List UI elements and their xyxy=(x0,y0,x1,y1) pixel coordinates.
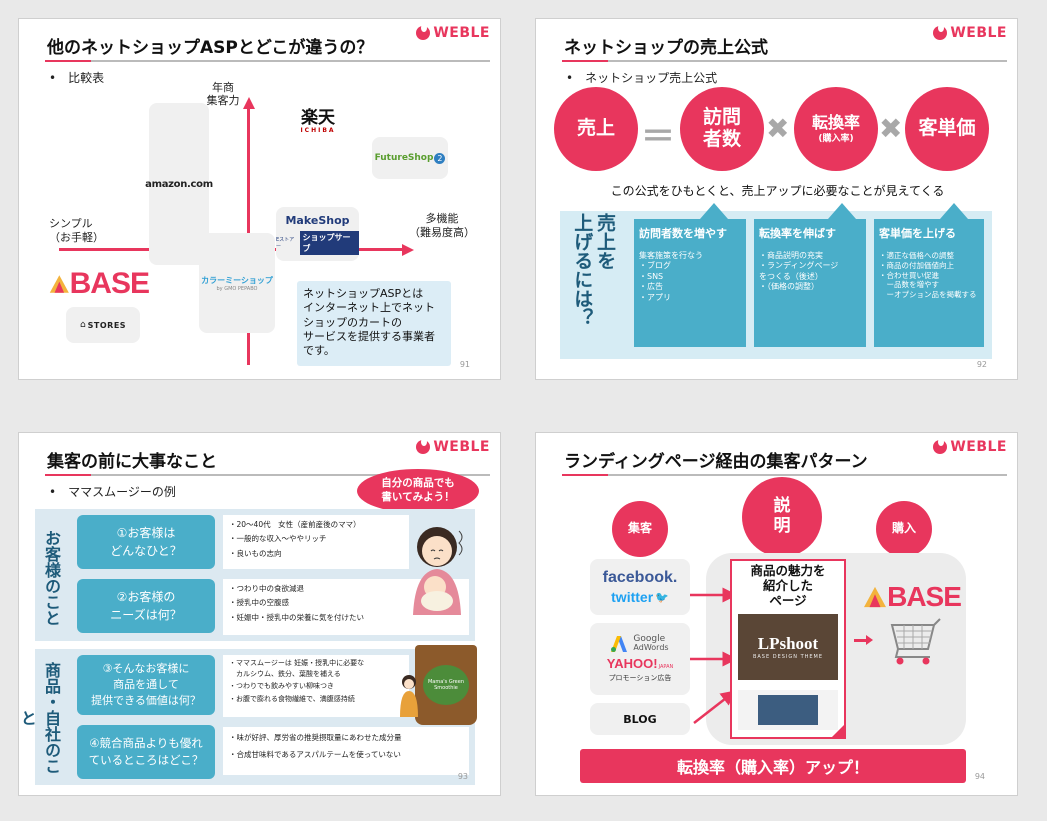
title-underline xyxy=(45,474,490,476)
question-box-4: ④競合商品よりも優れ ているところはどこ？ xyxy=(77,725,215,779)
lp-hero-image: LPshoot BASE DESIGN THEME xyxy=(738,614,838,680)
mother-baby-illustration xyxy=(401,521,473,615)
weble-logo: WEBLE xyxy=(416,24,490,41)
y-axis-arrowhead xyxy=(242,97,255,109)
speech-bubble: 自分の商品でも 書いてみよう！ xyxy=(357,469,479,513)
question-box-3: ③そんなお客様に 商品を通して 提供できる価値は何？ xyxy=(77,655,215,715)
flow-arrows xyxy=(690,587,738,724)
slide-93: 集客の前に大事なこと WEBLE ママスムージーの例 自分の商品でも 書いてみよ… xyxy=(18,432,501,796)
slide-title: ランディングページ経由の集客パターン xyxy=(564,452,868,472)
product-pouch-image: Mama's Green Smoothie xyxy=(415,645,477,725)
step-circle-explain: 説 明 xyxy=(742,477,822,557)
title-underline xyxy=(562,474,1007,476)
bullet-text: 比較表 xyxy=(49,69,104,86)
question-box-1: ①お客様は どんなひと？ xyxy=(77,515,215,569)
breakdown-col-unit-price: 客単価を上げる ・適正な価格への調整 ・商品の付加価値向上 ・合わせ買い促進 ー… xyxy=(874,219,984,347)
slide-94: ランディングページ経由の集客パターン WEBLE 集客 説 明 購入 faceb… xyxy=(535,432,1018,796)
sns-source-box: facebook. twitter 🐦 xyxy=(590,559,690,615)
base-logo: BASE xyxy=(49,259,150,309)
breakdown-pointer-2 xyxy=(828,203,856,219)
product-section-label: 商品・自社のこと xyxy=(18,662,61,774)
x-right-label: 多機能 （難易度高） xyxy=(409,212,475,239)
bullet-text: ネットショップ売上公式 xyxy=(566,69,717,86)
breakdown-pointer-1 xyxy=(700,203,728,219)
x-axis-arrowhead xyxy=(402,243,414,256)
page-number: 92 xyxy=(976,360,987,369)
x-left-label: シンプル （お手軽） xyxy=(49,217,104,244)
times-sign-1: ✖ xyxy=(766,112,790,145)
stores-logo: ⌂ STORES xyxy=(66,307,140,343)
lp-card-corner-fold xyxy=(832,723,846,737)
answer-box-1: ・20〜40代 女性（産前産後のママ） ・一般的な収入〜ややリッチ ・良いもの志… xyxy=(223,515,409,569)
page-number: 91 xyxy=(459,360,470,369)
blog-source-box: BLOG xyxy=(590,703,690,735)
formula-circle-unit-price: 客単価 xyxy=(905,87,989,171)
mother-child-small-illustration xyxy=(397,673,421,717)
base-triangle-icon xyxy=(864,586,887,608)
customer-section-label: お客様のこと xyxy=(42,530,61,626)
formula-circle-visitors: 訪問 者数 xyxy=(680,87,764,171)
page-number: 94 xyxy=(974,772,985,781)
answer-box-4: ・味が好評、厚労省の推奨摂取量にあわせた成分量 ・合成甘味料であるアスパルテーム… xyxy=(223,727,469,775)
breakdown-col-visitors: 訪問者数を増やす 集客施策を行なう ・ブログ ・SNS ・広告 ・アプリ xyxy=(634,219,746,347)
equals-sign: ＝ xyxy=(641,117,675,157)
weble-mark-icon xyxy=(416,438,431,454)
step-circle-purchase: 購入 xyxy=(876,501,932,557)
formula-caption: この公式をひもとくと、売上アップに必要なことが見えてくる xyxy=(610,184,945,198)
adwords-icon xyxy=(611,635,628,652)
shopping-cart-icon xyxy=(890,618,941,665)
base-triangle-icon xyxy=(49,275,69,293)
title-underline xyxy=(45,60,490,62)
slide-title: 集客の前に大事なこと xyxy=(47,452,217,472)
twitter-bird-icon: 🐦 xyxy=(655,590,669,604)
y-axis-label: 年商 集客力 xyxy=(206,81,240,108)
base-logo: BASE xyxy=(862,577,962,617)
answer-box-3: ・ママスムージーは 妊娠・授乳中に必要な カルシウム、鉄分、葉酸を補える ・つわ… xyxy=(223,655,409,717)
times-sign-2: ✖ xyxy=(879,112,903,145)
page-number: 93 xyxy=(457,772,468,781)
arrow-to-base xyxy=(854,639,868,642)
conversion-banner: 転換率（購入率）アップ！ xyxy=(580,749,966,783)
question-box-2: ②お客様の ニーズは何？ xyxy=(77,579,215,633)
weble-mark-icon xyxy=(933,24,948,40)
child-illustration-icon xyxy=(400,675,418,717)
makeshop-logo: MakeShop Eストアー ショップサーブ xyxy=(276,207,359,261)
breakdown-side-label: 売上を 上げるには？ xyxy=(571,213,616,327)
mother-illustration-icon xyxy=(413,527,463,615)
lp-second-image xyxy=(738,690,838,730)
breakdown-pointer-3 xyxy=(940,203,968,219)
bullet-text: ママスムージーの例 xyxy=(49,483,176,500)
futureshop-logo: FutureShop 2 xyxy=(372,137,448,179)
weble-logo: WEBLE xyxy=(933,24,1007,41)
formula-circle-sales: 売上 xyxy=(554,87,638,171)
ads-source-box: Google AdWords YAHOO! JAPAN プロモーション広告 xyxy=(590,623,690,695)
colorme-logo: カラーミーショップ by GMO PEPABO xyxy=(199,233,275,333)
weble-mark-icon xyxy=(416,24,431,40)
slide-title: ネットショップの売上公式 xyxy=(564,38,768,58)
weble-logo: WEBLE xyxy=(933,438,1007,455)
stores-bag-icon: ⌂ xyxy=(79,320,86,330)
landing-page-card: 商品の魅力を 紹介した ページ LPshoot BASE DESIGN THEM… xyxy=(730,559,846,739)
slide-91: 他のネットショップASPとどこが違うの？ WEBLE 比較表 年商 集客力 シン… xyxy=(18,18,501,380)
rakuten-logo: 楽天 ICHIBA xyxy=(289,101,347,143)
weble-mark-icon xyxy=(933,438,948,454)
breakdown-col-conversion: 転換率を伸ばす ・商品説明の充実 ・ランディングページ をつくる（後述） ・（価… xyxy=(754,219,866,347)
step-circle-acquire: 集客 xyxy=(612,501,668,557)
formula-circle-conversion: 転換率 (購入率) xyxy=(794,87,878,171)
title-underline xyxy=(562,60,1007,62)
slide-92: ネットショップの売上公式 WEBLE ネットショップ売上公式 売上 ＝ 訪問 者… xyxy=(535,18,1018,380)
asp-callout: ネットショップASPとは インターネット上でネットショップのカートの サービスを… xyxy=(297,281,451,366)
arrow-to-base-head xyxy=(866,635,873,645)
slide-title: 他のネットショップASPとどこが違うの？ xyxy=(47,38,374,58)
weble-logo: WEBLE xyxy=(416,438,490,455)
